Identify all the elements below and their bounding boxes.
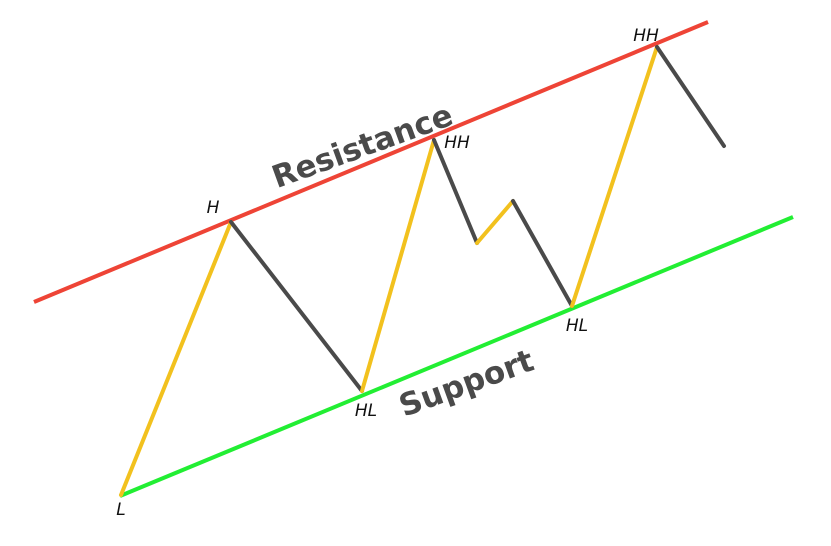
up-leg-2 (360, 138, 436, 393)
price-path (119, 45, 726, 497)
resistance-label: Resistance (267, 97, 458, 196)
up-leg-4 (570, 45, 659, 308)
support-label: Support (394, 343, 538, 425)
resistance-line (33, 20, 709, 304)
support-line (119, 215, 794, 498)
point-label-l: L (116, 500, 125, 520)
down-leg-4 (655, 45, 726, 148)
up-leg-1 (119, 220, 233, 497)
down-leg-1 (229, 220, 364, 393)
down-leg-2 (432, 138, 479, 245)
point-label-hh-2: HH (633, 26, 659, 46)
point-label-hl-2: HL (566, 316, 588, 336)
point-label-h: H (207, 198, 220, 218)
point-label-hh-1: HH (444, 133, 470, 153)
up-leg-3 (475, 199, 515, 245)
down-leg-3 (511, 199, 574, 308)
point-label-hl-1: HL (355, 401, 377, 421)
